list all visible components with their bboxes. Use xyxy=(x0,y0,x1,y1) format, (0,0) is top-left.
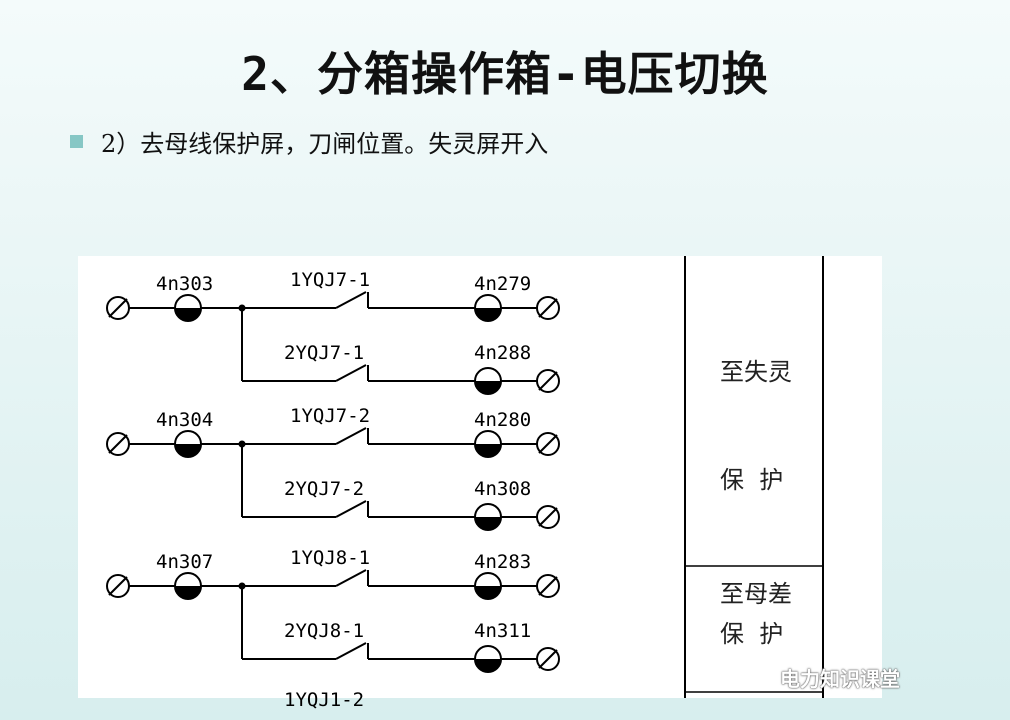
terminal-open-icon xyxy=(536,432,560,456)
terminal-half-filled-icon xyxy=(174,572,202,600)
contact-label: 1YQJ8-1 xyxy=(290,547,370,569)
terminal-half-filled-icon xyxy=(474,645,502,673)
left-terminal-label: 4n304 xyxy=(156,409,213,431)
bullet-item: 2）去母线保护屏，刀闸位置。失灵屏开入 xyxy=(70,124,548,158)
terminal-open-icon xyxy=(536,647,560,671)
contact-label: 2YQJ7-1 xyxy=(284,342,364,364)
terminal-half-filled-icon xyxy=(474,572,502,600)
terminal-half-filled-icon xyxy=(474,294,502,322)
terminal-open-icon xyxy=(536,574,560,598)
circuit-diagram-svg: 4n303 1YQJ7-1 4n279 2YQJ7-1 4n288 4n304 1YQJ7-… xyxy=(106,256,824,711)
bullet-text: 2）去母线保护屏，刀闸位置。失灵屏开入 xyxy=(101,129,549,158)
watermark: 电力知识课堂 xyxy=(740,660,900,694)
terminal-half-filled-icon xyxy=(474,430,502,458)
right-terminal-label: 4n280 xyxy=(474,409,531,431)
terminal-open-icon xyxy=(536,369,560,393)
terminal-half-filled-icon xyxy=(174,294,202,322)
left-terminal-label: 4n307 xyxy=(156,551,213,573)
bullet-square-icon xyxy=(70,134,83,148)
side-label-failure-bottom: 保 护 xyxy=(720,466,783,494)
terminal-half-filled-icon xyxy=(174,430,202,458)
side-box: 至失灵 保 护 至母差 保 护 xyxy=(684,256,824,698)
junction-dot xyxy=(238,582,246,590)
terminal-open-icon xyxy=(106,574,130,598)
slide-title: 2、分箱操作箱-电压切换 xyxy=(241,47,769,101)
left-terminal-label: 4n303 xyxy=(156,273,213,295)
junction-dot xyxy=(238,440,246,448)
wechat-icon xyxy=(741,665,771,689)
contact-label: 2YQJ8-1 xyxy=(284,620,364,642)
right-terminal-label: 4n311 xyxy=(474,620,531,642)
terminal-open-icon xyxy=(536,505,560,529)
contact-label: 1YQJ7-2 xyxy=(290,405,370,427)
junction-dot xyxy=(238,304,246,312)
terminal-half-filled-icon xyxy=(474,367,502,395)
contact-label: 2YQJ7-2 xyxy=(284,478,364,500)
side-label-busdiff-bottom: 保 护 xyxy=(720,620,783,648)
terminal-open-icon xyxy=(106,432,130,456)
right-terminal-label: 4n279 xyxy=(474,273,531,295)
terminal-open-icon xyxy=(536,296,560,320)
watermark-text: 电力知识课堂 xyxy=(780,666,900,691)
terminal-open-icon xyxy=(106,296,130,320)
right-terminal-label: 4n288 xyxy=(474,342,531,364)
contact-label: 1YQJ7-1 xyxy=(290,269,370,291)
contact-label-partial: 1YQJ1-2 xyxy=(284,689,364,711)
side-label-failure-top: 至失灵 xyxy=(720,358,792,386)
right-terminal-label: 4n308 xyxy=(474,478,531,500)
terminal-half-filled-icon xyxy=(474,503,502,531)
side-label-busdiff-top: 至母差 xyxy=(720,580,792,608)
circuit-diagram: 4n303 1YQJ7-1 4n279 2YQJ7-1 4n288 4n304 1YQJ7-… xyxy=(78,256,882,711)
right-terminal-label: 4n283 xyxy=(474,551,531,573)
